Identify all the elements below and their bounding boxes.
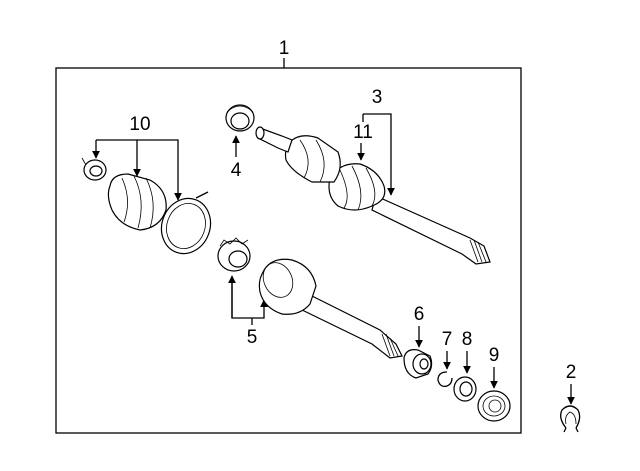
callout-11: 11 — [353, 122, 373, 143]
inner-joint-part-5 — [258, 258, 403, 359]
clamp-ring-part-4 — [225, 104, 255, 132]
callout-3: 3 — [372, 87, 383, 108]
callout-5: 5 — [247, 327, 258, 348]
callout-4: 4 — [231, 160, 242, 181]
snap-ring-part-7 — [437, 371, 453, 388]
callout-1: 1 — [279, 38, 290, 59]
axle-assembly-part-3 — [255, 126, 491, 265]
clip-part-2 — [560, 405, 581, 433]
boot-clamp-part-10 — [81, 157, 107, 181]
seal-part-8 — [453, 376, 477, 402]
callout-6: 6 — [414, 304, 425, 325]
callout-10: 10 — [129, 114, 150, 135]
bearing-part-6 — [403, 349, 433, 379]
clamp-ring-part-5 — [217, 237, 251, 272]
callout-2: 2 — [566, 362, 577, 383]
callout-8: 8 — [462, 329, 473, 350]
dust-cover-part-9 — [477, 390, 511, 422]
callout-7: 7 — [442, 329, 453, 350]
clamp-band-part-10 — [160, 191, 212, 255]
assembly-frame — [55, 67, 522, 434]
boot-part-10 — [107, 173, 167, 231]
callout-9: 9 — [489, 345, 500, 366]
